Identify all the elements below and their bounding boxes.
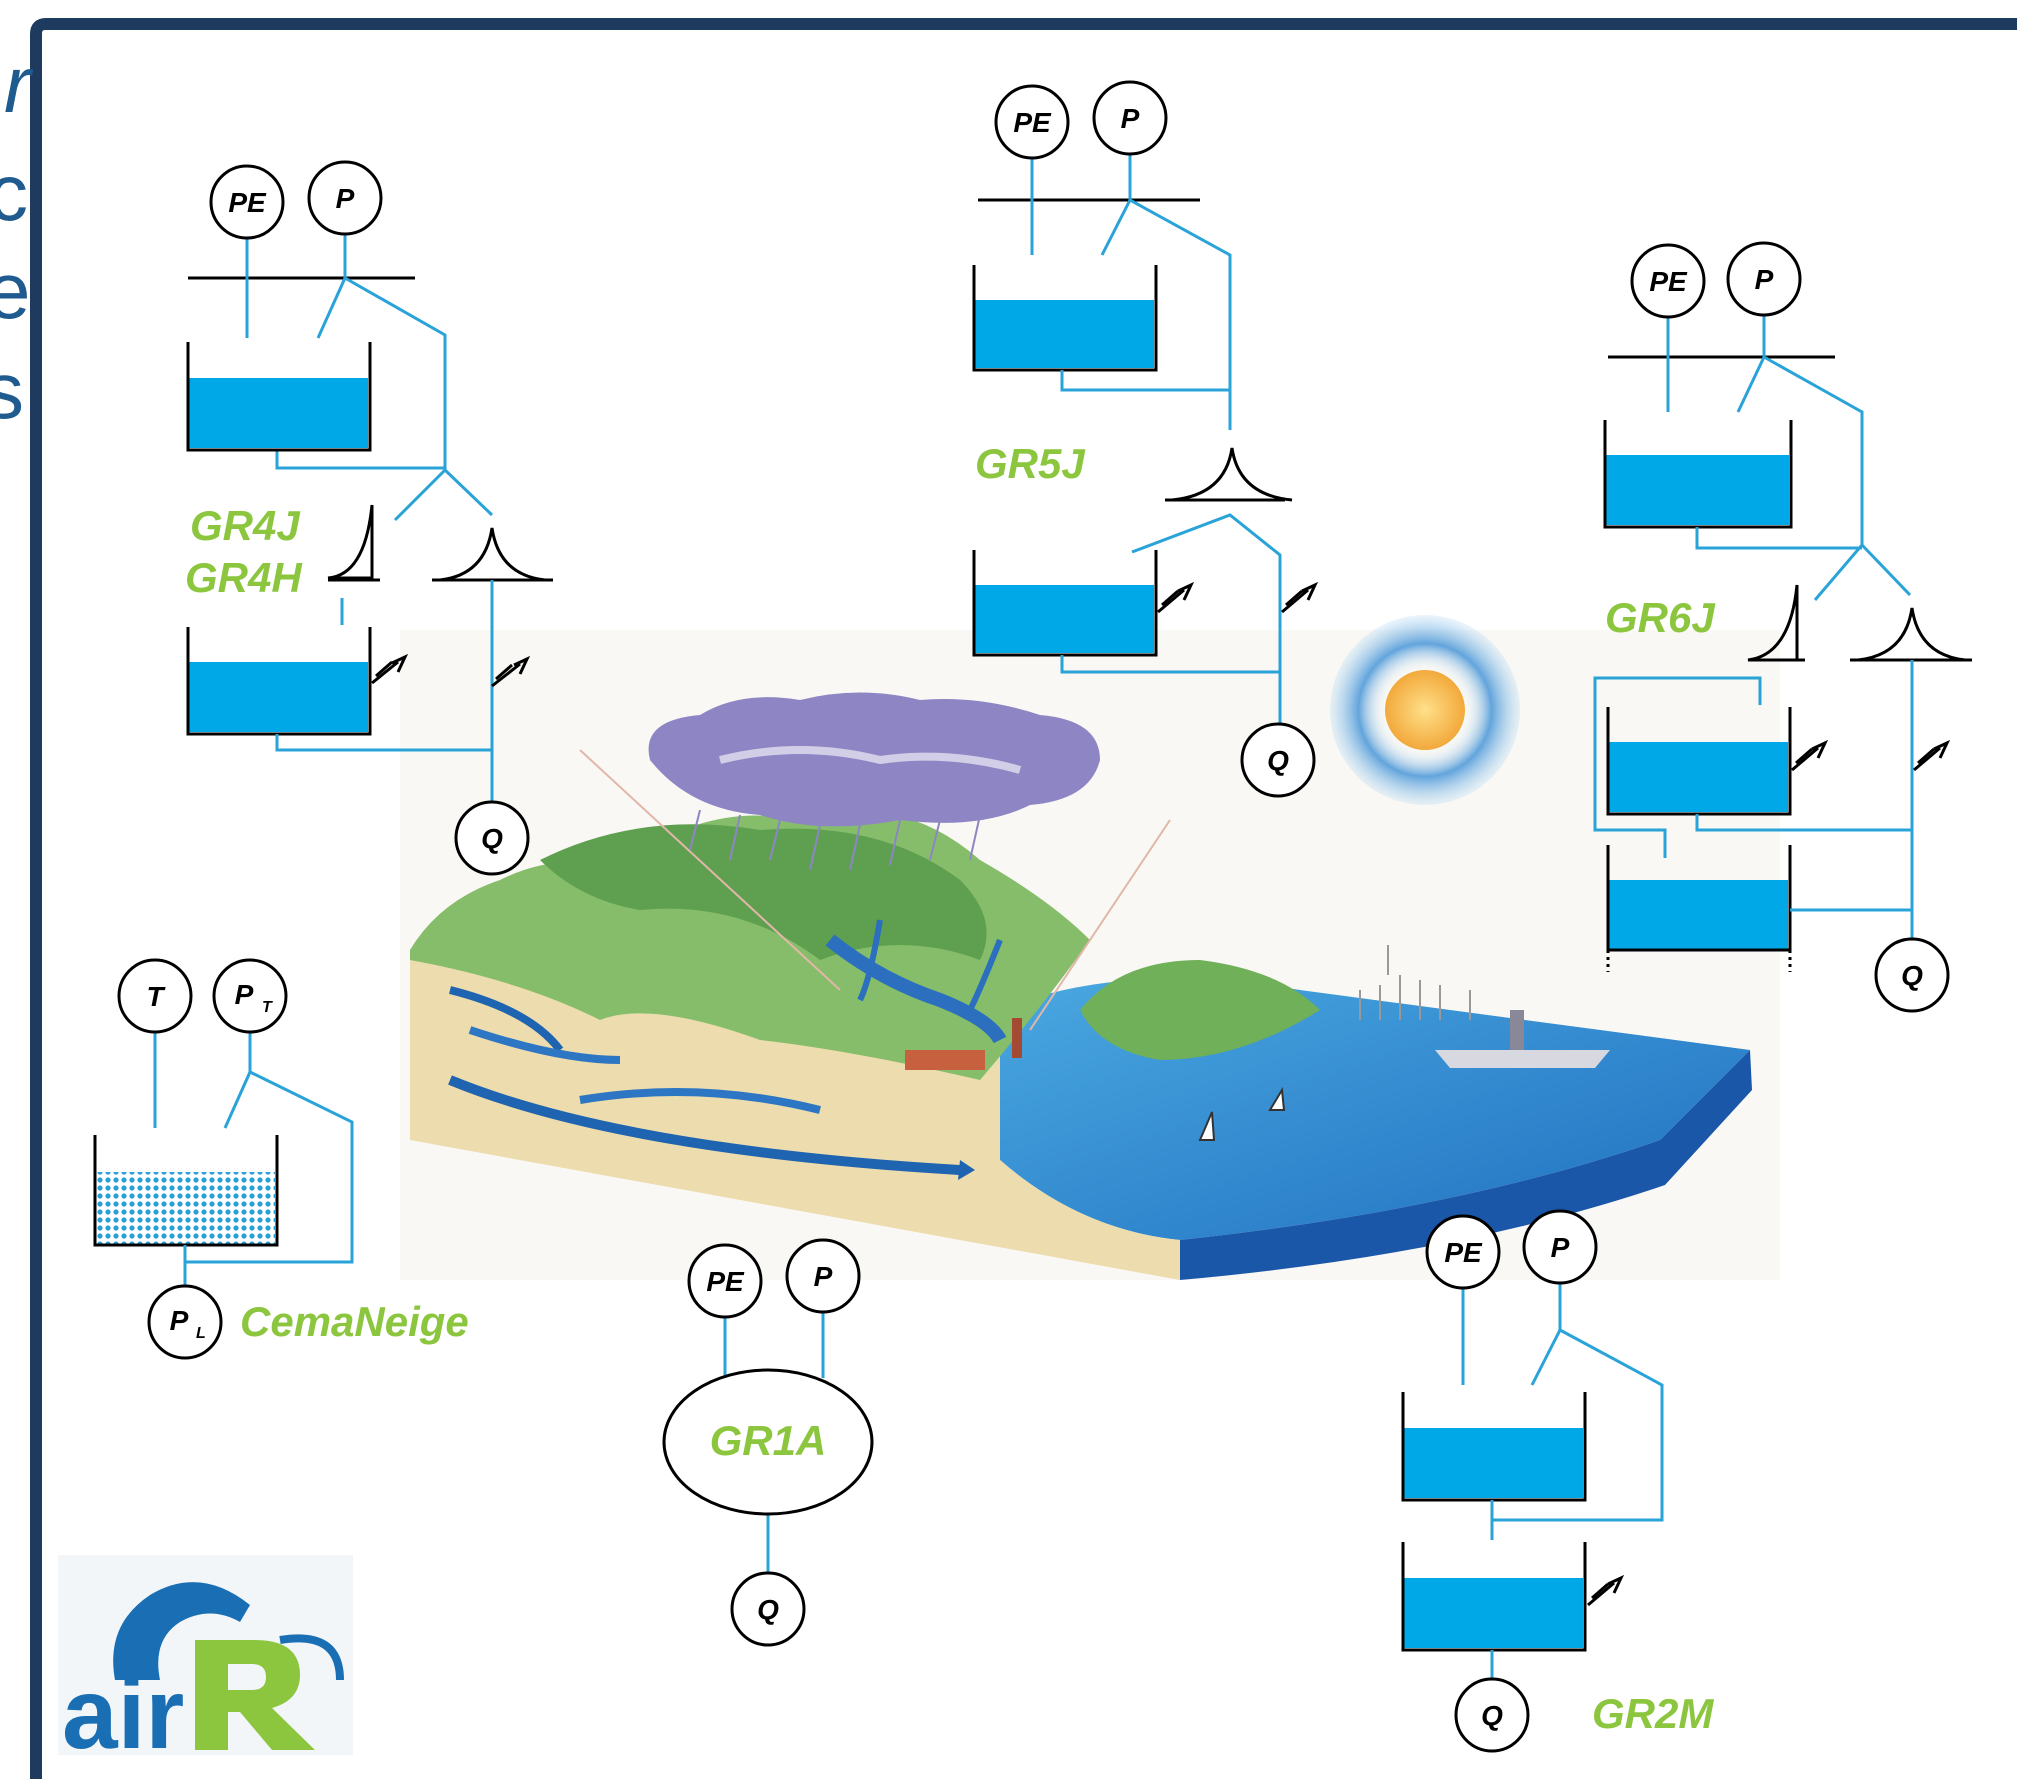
p-label: P xyxy=(814,1261,833,1292)
gr1a-model: GR1A PE P Q xyxy=(662,1238,874,1647)
p-input-circle xyxy=(785,1238,861,1314)
q-label: Q xyxy=(481,823,503,854)
pt-label: P xyxy=(235,979,254,1010)
pl-output-circle xyxy=(147,1284,223,1360)
gr5j-label: GR5J xyxy=(975,440,1086,487)
pl-label: P xyxy=(170,1305,189,1336)
q-label: Q xyxy=(757,1594,779,1625)
gr6j-label: GR6J xyxy=(1605,594,1716,641)
watershed-landscape-illustration xyxy=(400,615,1780,1280)
q-label: Q xyxy=(1901,960,1923,991)
p-input-circle xyxy=(1522,1209,1598,1285)
pe-input-circle xyxy=(1425,1214,1501,1290)
pe-label: PE xyxy=(1649,266,1688,297)
t-input-circle xyxy=(117,958,193,1034)
p-label: P xyxy=(1551,1232,1570,1263)
pe-input-circle xyxy=(209,164,285,240)
pt-subscript: T xyxy=(262,999,273,1016)
gr4j-label: GR4J xyxy=(190,502,301,549)
p-label: P xyxy=(336,183,355,214)
gr4h-label: GR4H xyxy=(185,554,303,601)
airgr-logo: air xyxy=(58,1555,353,1770)
q-output-circle xyxy=(1874,937,1950,1013)
pe-input-circle xyxy=(687,1243,763,1319)
side-text-line2: c xyxy=(0,148,28,237)
cemaneige-label: CemaNeige xyxy=(240,1298,469,1345)
q-output-circle xyxy=(1240,722,1316,798)
pe-label: PE xyxy=(1013,107,1052,138)
pe-label: PE xyxy=(706,1266,745,1297)
side-text-line4: s xyxy=(0,346,24,435)
pe-input-circle xyxy=(1630,243,1706,319)
q-output-circle xyxy=(730,1571,806,1647)
q-label: Q xyxy=(1267,745,1289,776)
frame xyxy=(30,18,2017,1779)
gr6j-model: PE P Q GR6J xyxy=(1593,241,1972,1013)
q-output-circle xyxy=(1454,1677,1530,1753)
gr2m-model: PE P Q GR2M xyxy=(1401,1209,1714,1753)
gr2m-label: GR2M xyxy=(1592,1690,1714,1737)
pe-input-circle xyxy=(994,84,1070,160)
pt-input-circle xyxy=(212,958,288,1034)
gr1a-label: GR1A xyxy=(710,1417,827,1464)
side-text-line3: e xyxy=(0,246,31,335)
pe-label: PE xyxy=(1444,1237,1483,1268)
pl-subscript: L xyxy=(196,1325,206,1342)
p-label: P xyxy=(1755,264,1774,295)
t-label: T xyxy=(146,981,166,1012)
p-label: P xyxy=(1121,103,1140,134)
logo-air-text: air xyxy=(62,1658,184,1770)
q-label: Q xyxy=(1481,1700,1503,1731)
side-text: r c e s xyxy=(0,40,34,435)
gr1a-ellipse xyxy=(662,1368,874,1516)
gr5j-model: PE P Q GR5J xyxy=(972,80,1319,798)
p-input-circle xyxy=(1726,241,1802,317)
cemaneige-snow-model: T P T P L CemaNeige xyxy=(93,958,469,1360)
p-input-circle xyxy=(307,160,383,236)
gr4j-gr4h-model: PE P Q GR4J GR4H xyxy=(185,160,553,876)
side-text-line1: r xyxy=(4,40,34,129)
q-output-circle xyxy=(454,800,530,876)
p-input-circle xyxy=(1092,80,1168,156)
pe-label: PE xyxy=(228,187,267,218)
